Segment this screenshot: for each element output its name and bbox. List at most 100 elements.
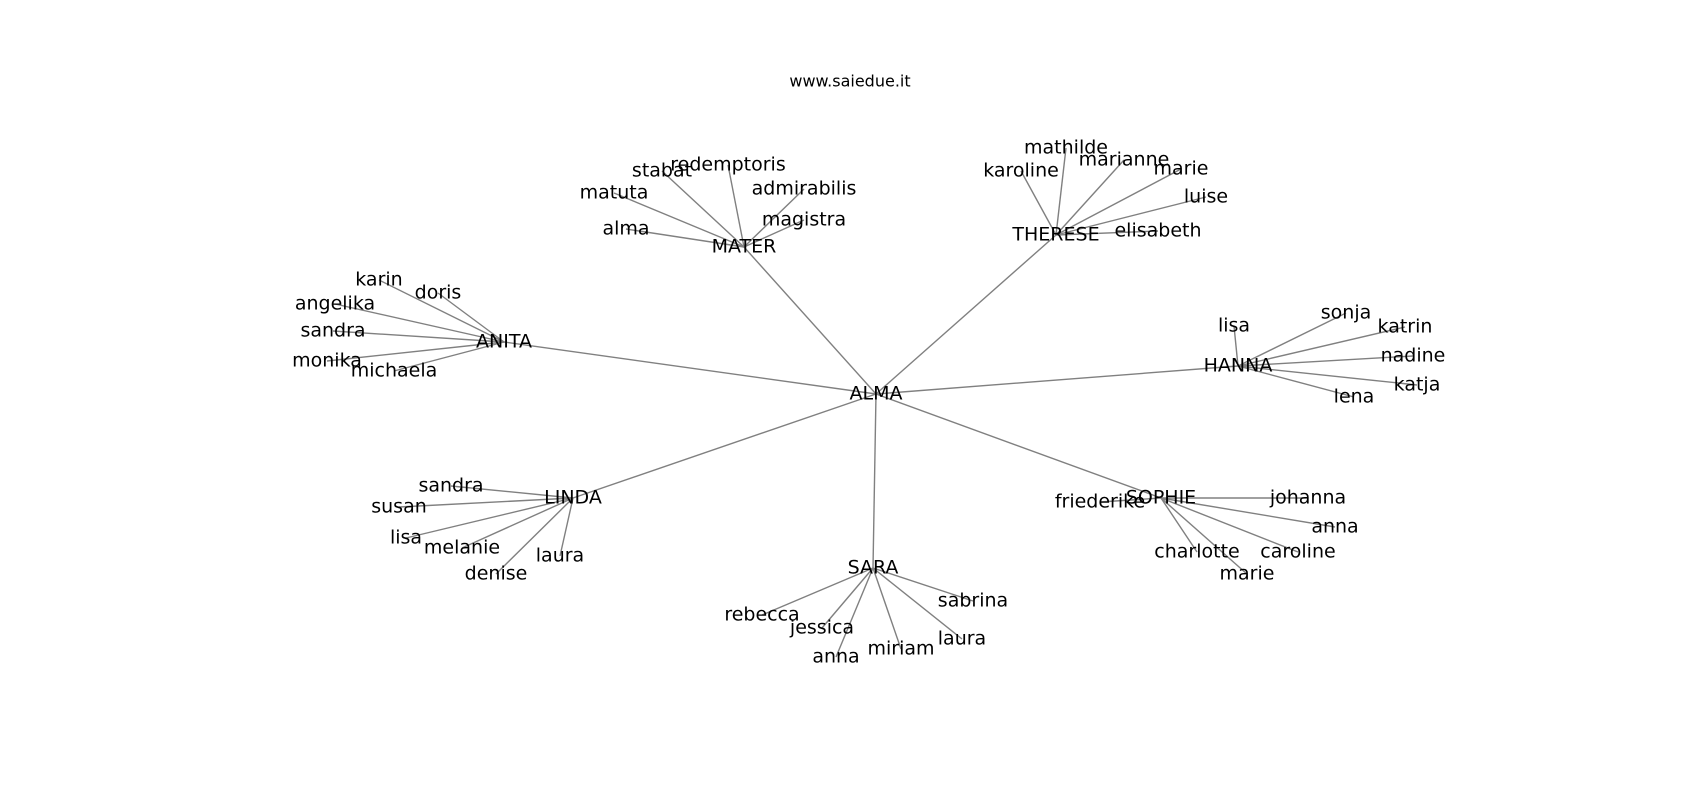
- leaf-node-therese-luise: luise: [1184, 186, 1228, 208]
- group-node-anita: ANITA: [476, 331, 532, 353]
- edge-hanna-lisa: [1233, 325, 1239, 367]
- edge-mater-matuta: [613, 192, 745, 248]
- edge-hanna-katrin: [1237, 326, 1406, 367]
- edges-layer: [326, 147, 1418, 658]
- root-node: ALMA: [850, 383, 903, 405]
- leaf-node-mater-stabat: stabat: [632, 160, 692, 182]
- edge-linda-laura: [559, 497, 574, 557]
- leaf-node-hanna-lisa: lisa: [1218, 315, 1250, 337]
- leaf-node-anita-michaela: michaela: [351, 360, 438, 382]
- edge-sara-rebecca: [761, 567, 874, 616]
- edge-therese-marie: [1055, 168, 1182, 236]
- edge-root-mater: [743, 246, 877, 395]
- leaf-node-therese-mathilde: mathilde: [1024, 137, 1108, 159]
- edge-linda-susan: [398, 497, 574, 508]
- leaf-node-sophie-caroline: caroline: [1260, 541, 1335, 563]
- leaf-node-linda-sandra: sandra: [418, 475, 483, 497]
- edge-sara-anna: [835, 567, 874, 658]
- edge-therese-karoline: [1020, 170, 1057, 236]
- leaf-node-therese-marie: marie: [1154, 158, 1209, 180]
- edge-hanna-lena: [1237, 365, 1355, 398]
- group-node-sara: SARA: [848, 557, 899, 579]
- edge-root-anita: [503, 341, 877, 395]
- leaf-node-hanna-nadine: nadine: [1381, 345, 1446, 367]
- site-title: www.saiedue.it: [789, 72, 910, 91]
- edge-therese-mathilde: [1055, 147, 1067, 236]
- edge-sara-miriam: [872, 567, 902, 650]
- leaf-node-mater-admirabilis: admirabilis: [752, 178, 857, 200]
- edge-root-sara: [872, 393, 877, 569]
- leaf-node-sophie-charlotte: charlotte: [1154, 541, 1239, 563]
- edge-therese-luise: [1055, 196, 1207, 236]
- leaf-node-sara-sabrina: sabrina: [938, 590, 1008, 612]
- group-node-hanna: HANNA: [1204, 355, 1273, 377]
- leaf-node-linda-melanie: melanie: [424, 537, 500, 559]
- leaf-node-hanna-katrin: katrin: [1378, 316, 1433, 338]
- leaf-node-anita-angelika: angelika: [295, 293, 375, 315]
- leaf-node-hanna-katja: katja: [1394, 374, 1441, 396]
- leaf-node-linda-laura: laura: [536, 545, 584, 567]
- edge-linda-melanie: [461, 497, 574, 549]
- edge-mater-stabat: [661, 170, 745, 248]
- edge-linda-lisa: [405, 497, 574, 539]
- leaf-node-sophie-marie: marie: [1220, 563, 1275, 585]
- edge-anita-karin: [378, 279, 505, 343]
- edge-sophie-friederike: [1099, 497, 1162, 503]
- group-node-mater: MATER: [712, 236, 777, 258]
- edge-mater-redemptoris: [727, 164, 745, 248]
- edge-mater-admirabilis: [743, 188, 805, 248]
- group-node-sophie: SOPHIE: [1126, 487, 1196, 509]
- edge-anita-angelika: [334, 303, 505, 343]
- edge-anita-michaela: [393, 341, 505, 372]
- leaf-node-anita-monika: monika: [292, 350, 362, 372]
- edge-hanna-katja: [1237, 365, 1418, 386]
- edge-sophie-marie: [1160, 497, 1248, 575]
- edge-mater-magistra: [743, 219, 805, 248]
- leaf-node-hanna-sonja: sonja: [1321, 302, 1372, 324]
- leaf-node-linda-lisa: lisa: [390, 527, 422, 549]
- leaf-node-therese-marianne: marianne: [1079, 149, 1170, 171]
- edge-hanna-nadine: [1237, 355, 1414, 367]
- edge-sophie-charlotte: [1160, 497, 1198, 553]
- edge-sophie-caroline: [1160, 497, 1299, 553]
- edge-root-sophie: [875, 393, 1162, 499]
- leaf-node-anita-karin: karin: [355, 269, 402, 291]
- leaf-node-therese-elisabeth: elisabeth: [1114, 220, 1201, 242]
- edge-anita-doris: [437, 292, 505, 343]
- edge-root-linda: [572, 393, 877, 499]
- leaf-node-hanna-lena: lena: [1334, 386, 1375, 408]
- leaf-node-linda-denise: denise: [465, 563, 528, 585]
- leaf-node-mater-alma: alma: [602, 218, 649, 240]
- leaf-node-sophie-johanna: johanna: [1269, 487, 1346, 509]
- group-node-linda: LINDA: [544, 487, 602, 509]
- edge-therese-marianne: [1055, 159, 1125, 236]
- leaf-node-anita-doris: doris: [415, 282, 462, 304]
- leaf-node-sara-rebecca: rebecca: [724, 604, 799, 626]
- leaf-node-mater-magistra: magistra: [762, 209, 846, 231]
- leaf-node-therese-karoline: karoline: [983, 160, 1059, 182]
- edge-anita-sandra: [332, 330, 505, 343]
- leaf-node-sara-jessica: jessica: [789, 617, 854, 639]
- leaf-node-sara-laura: laura: [938, 628, 986, 650]
- leaf-node-sophie-anna: anna: [1311, 516, 1358, 538]
- labels-layer: www.saiedue.it ALMA MATER stabatredemptori…: [292, 72, 1445, 668]
- leaf-node-sara-miriam: miriam: [867, 638, 934, 660]
- edge-hanna-sonja: [1237, 312, 1347, 367]
- edge-root-therese: [875, 234, 1057, 395]
- edge-anita-monika: [326, 341, 505, 362]
- edge-root-hanna: [875, 365, 1239, 395]
- edge-linda-denise: [495, 497, 574, 575]
- leaf-node-linda-susan: susan: [371, 496, 427, 518]
- edge-linda-sandra: [450, 485, 574, 499]
- edge-sophie-anna: [1160, 497, 1336, 528]
- edge-mater-alma: [625, 228, 745, 248]
- leaf-node-anita-sandra: sandra: [300, 320, 365, 342]
- edge-sara-laura: [872, 567, 963, 640]
- leaf-node-mater-redemptoris: redemptoris: [670, 154, 785, 176]
- edge-therese-elisabeth: [1055, 230, 1159, 236]
- leaf-node-sophie-friederike: friederike: [1055, 491, 1145, 513]
- leaf-node-sara-anna: anna: [812, 646, 859, 668]
- group-node-therese: THERESE: [1011, 224, 1099, 246]
- edge-sara-sabrina: [872, 567, 974, 602]
